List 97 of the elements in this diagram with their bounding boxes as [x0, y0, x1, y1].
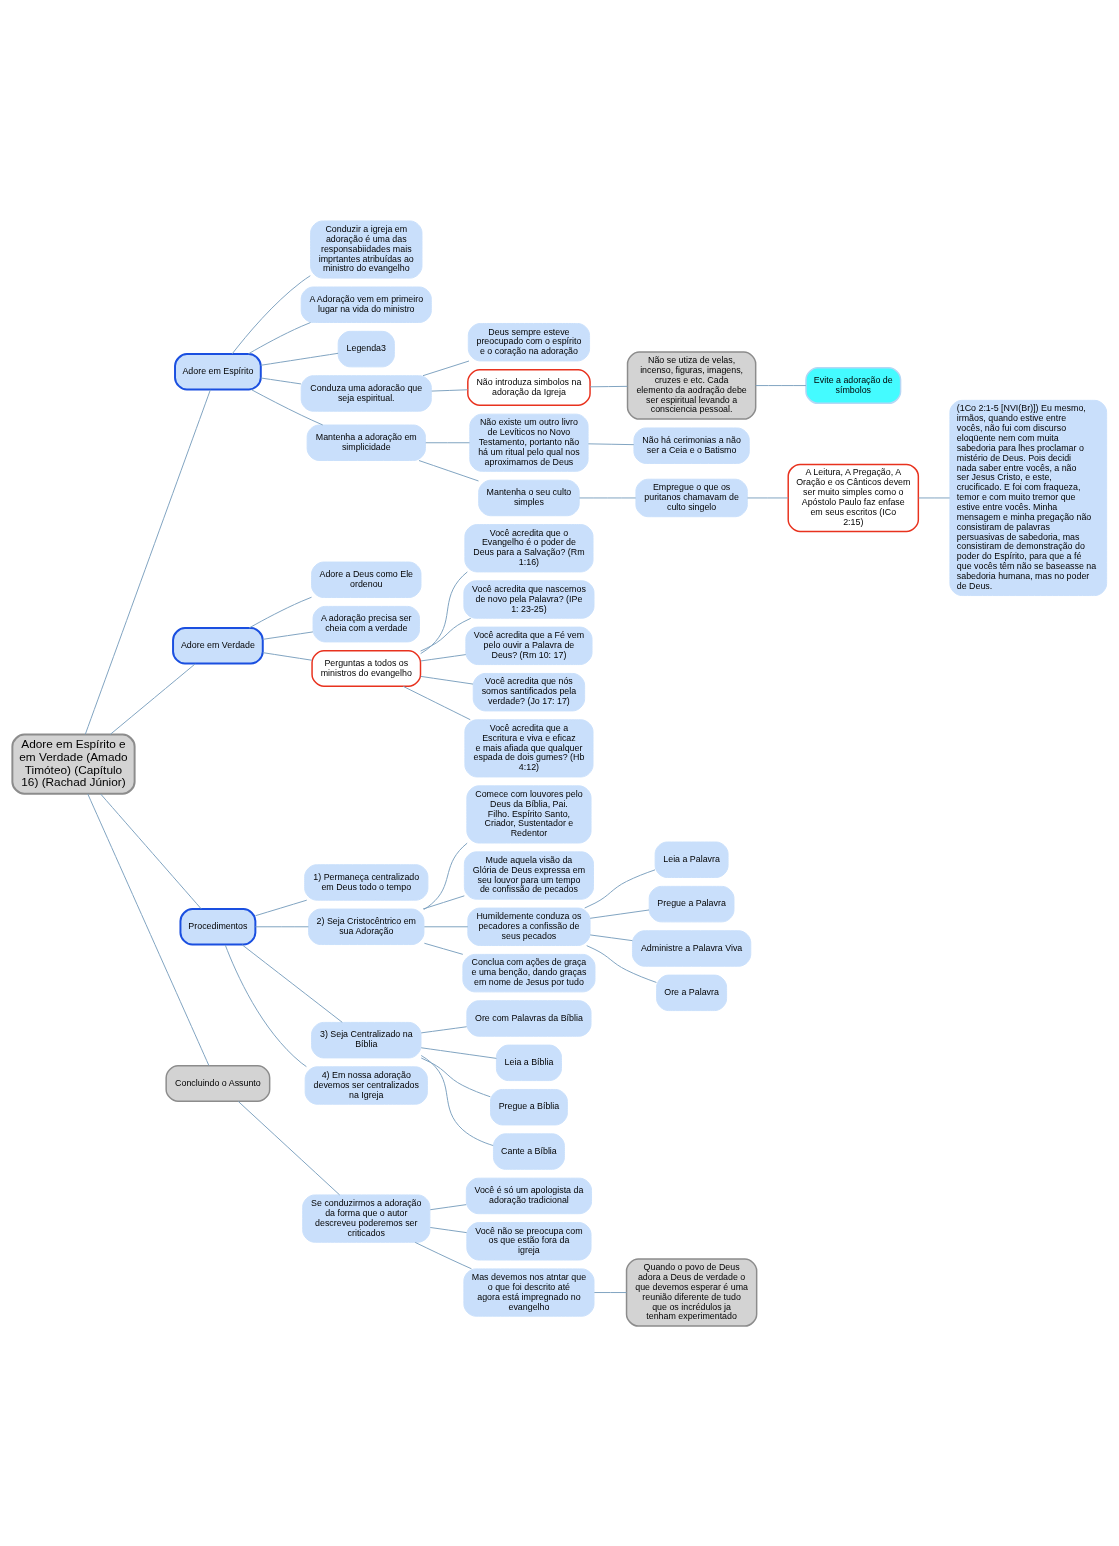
- node-box: Administre a Palavra Viva: [631, 929, 752, 967]
- node-box: Pregue a Palavra: [648, 885, 735, 922]
- connector: [918, 496, 951, 498]
- connector: [260, 377, 302, 384]
- connector: [420, 653, 467, 661]
- connector: [589, 385, 628, 387]
- connector: [586, 944, 657, 983]
- connector: [423, 842, 468, 910]
- node-box: Adore em Espírito: [174, 352, 262, 390]
- connector: [262, 630, 314, 640]
- connector: [248, 596, 313, 628]
- connector: [420, 1025, 468, 1033]
- connector: [254, 925, 309, 927]
- connector: [584, 868, 656, 909]
- connector: [429, 1226, 468, 1233]
- node-box: Não introduza simbolos na adoração da Igreja: [467, 368, 591, 406]
- connector: [747, 496, 789, 498]
- node-box: Você não se preocupa com os que estão fora da igreja: [466, 1221, 592, 1260]
- connector: [224, 943, 307, 1067]
- connector: [593, 1291, 627, 1293]
- node-box: Adore em Verdade: [172, 626, 264, 665]
- node-box: Mantenha a adoração em simplicidade: [306, 424, 426, 461]
- node-box: Mantenha o seu culto simples: [478, 479, 580, 516]
- node-box: 2) Seja Cristocêntrico em sua Adoração: [308, 908, 425, 945]
- connector: [420, 1046, 497, 1059]
- node-box: (1Co 2:1-5 [NVI(Br)]) Eu mesmo, irmãos, quando estive entre vocês, não fui com discurso eloqüente nem com muita sabedoria para lhes proclamar o mistério de Deus. Pois decidi nada saber entre vocês, a não ser Jesus Cristo, e este, crucificado. E foi com fraqueza, temor e com muito tremor que estive entre vocês. Minha mensagem e minha pregação não consistiram de palavras persuasivas de sabedoria, mas consistiram de demonstração do poder do Espírito, para que a fé que vocês têm não se baseasse na sabedoria humana, mas no poder de Deus.: [949, 399, 1108, 596]
- connector: [237, 1100, 341, 1195]
- connector: [231, 274, 311, 354]
- node-box: Perguntas a todos os ministros do evangelho: [311, 649, 422, 687]
- node-box: A adoração precisa ser cheia com a verdade: [312, 605, 420, 642]
- connector: [423, 925, 469, 927]
- connector: [84, 388, 211, 735]
- node-box: Conclua com ações de graça e uma benção, dando graças em nome de Jesus por tudo: [462, 953, 596, 992]
- node-box: Você é só um apologista da adoração tradicional: [465, 1177, 593, 1214]
- node-box: Você acredita que a Escritura e viva e eficaz e mais afiada que qualquer espada de dois gumes? (Hb 4:12): [464, 718, 594, 777]
- node-box: Concluindo o Assunto: [165, 1064, 271, 1102]
- connector: [414, 1241, 472, 1269]
- connector: [262, 651, 313, 661]
- node-box: Comece com louvores pelo Deus da Bíblia, Pai. Filho. Espírito Santo, Criador, Sustentador e Redentor: [466, 784, 592, 843]
- connector: [420, 570, 468, 654]
- node-box: Você acredita que o Evangelho é o poder de Deus para a Salvação? (Rm 1:16): [464, 523, 594, 572]
- node-box: Mas devemos nos atntar que o que foi descrito até agora está impregnado no evangelho: [463, 1267, 595, 1317]
- node-box: Não existe um outro livro de Levíticos no Novo Testamento, portanto não há um ritual pelo qual nos aproximamos de Deus: [469, 413, 589, 472]
- connector: [425, 441, 471, 443]
- connector: [422, 894, 465, 909]
- connector: [589, 933, 633, 941]
- connector: [587, 442, 635, 445]
- node-box: A Adoração vem em primeiro lugar na vida do ministro: [300, 286, 432, 323]
- connector: [420, 1054, 494, 1146]
- connector: [578, 496, 637, 498]
- connector: [87, 792, 210, 1066]
- connector: [241, 943, 343, 1023]
- connector: [402, 685, 471, 720]
- connector: [420, 1057, 491, 1097]
- node-box: Quando o povo de Deus adora a Deus de verdade o que devemos esperar é uma reunião diferente de tudo que os incrédulos ja tenham experimentado: [625, 1257, 758, 1327]
- connector: [260, 352, 339, 366]
- node-box: 4) Em nossa adoração devemos ser centralizados na Igreja: [304, 1065, 428, 1105]
- node-box: Legenda3: [337, 330, 395, 367]
- node-box: Adore em Espírito e em Verdade (Amado Timóteo) (Capítulo 16) (Rachad Júnior): [11, 733, 136, 795]
- connector: [418, 459, 479, 481]
- node-box: Pregue a Bíblia: [490, 1088, 568, 1125]
- connector: [254, 899, 308, 916]
- node-box: Você acredita que nós somos santificados pela verdade? (Jo 17: 17): [472, 672, 586, 711]
- node-box: Não há cerimonias a não ser a Ceia e o Batismo: [633, 426, 750, 464]
- node-box: 1) Permaneça centralizado em Deus todo o tempo: [304, 863, 429, 901]
- node-box: Evite a adoração de símbolos: [805, 366, 902, 404]
- node-box: Procedimentos: [179, 907, 257, 946]
- node-box: Você acredita que a Fé vem pelo ouvir a Palavra de Deus? (Rm 10: 17): [465, 626, 593, 665]
- connector: [247, 321, 311, 354]
- node-box: Humildemente conduza os pecadores a confissão de seus pecados: [467, 907, 591, 946]
- node-box: Se conduzirmos a adoração da forma que o autor descreveu poderemos ser criticados: [302, 1193, 431, 1243]
- node-box: A Leitura, A Pregação, A Oração e os Cânticos devem ser muito simples como o Apóstolo Paulo faz enfase em seus escritos (ICo 2:15): [787, 463, 920, 532]
- node-box: Você acredita que nascemos de novo pela Palavra? (IPe 1: 23-25): [463, 579, 595, 619]
- connector: [100, 792, 202, 909]
- connector: [589, 909, 650, 919]
- connector: [422, 360, 470, 376]
- connector: [250, 388, 324, 425]
- node-box: Empregue o que os puritanos chamavam de culto singelo: [635, 478, 748, 517]
- node-box: Leia a Palavra: [654, 841, 729, 878]
- node-box: Cante a Bíblia: [492, 1132, 565, 1170]
- connector: [429, 1203, 467, 1210]
- node-box: Conduza uma adoracão que seja espiritual.: [300, 374, 432, 412]
- node-box: Deus sempre esteve preocupado com o espírito e o coração na adoração: [467, 322, 591, 361]
- node-box: Ore com Palavras da Bíblia: [466, 999, 592, 1037]
- node-box: Adore a Deus como Ele ordenou: [311, 561, 422, 598]
- node-box: 3) Seja Centralizado na Bíblia: [311, 1021, 422, 1058]
- node-box: Não se utiza de velas, incenso, figuras, imagens, cruzes e etc. Cada elemento da aodração debe ser espiritual levando a consciencia pessoal.: [626, 350, 757, 420]
- node-box: Ore a Palavra: [656, 974, 728, 1011]
- connector: [420, 675, 474, 685]
- node-box: Leia a Bíblia: [495, 1044, 562, 1081]
- connector: [755, 384, 807, 386]
- connector: [423, 942, 464, 955]
- node-box: Mude aquela visão da Glória de Deus expressa em seu louvor para um tempo de confissão de pecados: [463, 850, 594, 900]
- connector: [109, 662, 196, 735]
- connector: [420, 617, 472, 652]
- node-box: Conduzir a igreja em adoração é uma das responsabiidades mais imprtantes atribuídas ao ministro do evangelho: [310, 219, 423, 279]
- connector: [431, 388, 469, 392]
